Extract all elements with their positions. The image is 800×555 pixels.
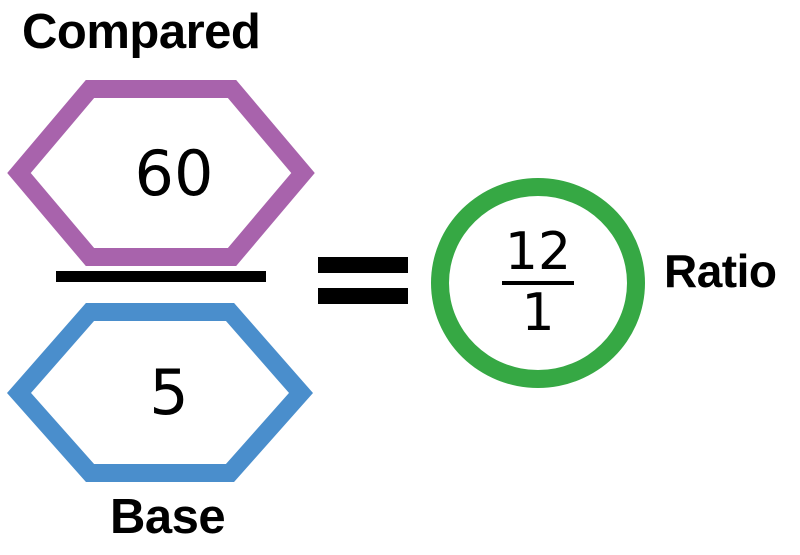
fraction-bar [56, 271, 266, 282]
equals-bar-top [318, 257, 408, 273]
base-label: Base [110, 490, 226, 544]
hexagon-outline-purple [7, 80, 315, 266]
compared-hexagon: 60 [7, 80, 315, 266]
base-hexagon: 5 [6, 303, 314, 482]
ratio-fraction-rule [502, 281, 574, 285]
ratio-circle: 12 1 [431, 178, 645, 388]
hexagon-outline-blue [6, 303, 314, 482]
equals-sign-icon [318, 257, 408, 304]
ratio-label: Ratio [664, 245, 777, 297]
ratio-numerator: 12 [504, 222, 572, 283]
equals-bar-bottom [318, 288, 408, 304]
ratio-denominator: 1 [521, 283, 555, 343]
ratio-fraction: 12 1 [449, 196, 627, 370]
compared-label: Compared [22, 5, 261, 59]
